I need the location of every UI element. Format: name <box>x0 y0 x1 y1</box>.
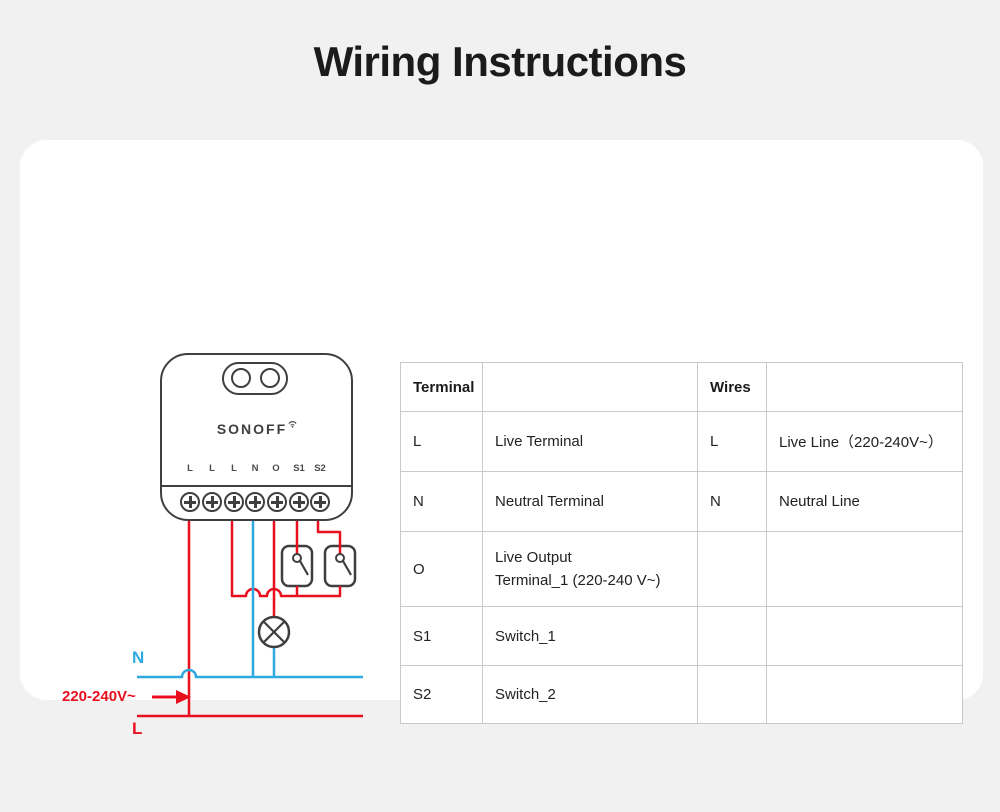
terminal-label-O: O <box>272 463 280 474</box>
lamp-cross <box>262 620 286 644</box>
lamp-icon <box>257 615 291 649</box>
cell-terminal-desc: Live Output Terminal_1 (220-240 V~) <box>482 531 698 607</box>
screw-terminal-icon <box>289 492 309 512</box>
table-row: S1 Switch_1 <box>400 606 963 666</box>
device-button-pill <box>222 362 288 395</box>
page-title: Wiring Instructions <box>313 38 687 85</box>
cell-terminal: S2 <box>400 665 483 724</box>
cell-wire-desc <box>766 531 963 607</box>
neutral-line-bottom <box>137 668 363 679</box>
table-row: S2 Switch_2 <box>400 665 963 724</box>
terminal-label-S1: S1 <box>293 463 305 474</box>
content-card: SONOFF L L L N O S1 S2 N L 220-240V~ Ter… <box>20 140 983 738</box>
cell-wire: L <box>697 411 767 472</box>
header-wires-desc <box>766 362 963 412</box>
brand-logo: SONOFF <box>162 421 351 437</box>
cell-wire: N <box>697 471 767 532</box>
screw-terminal-icon <box>180 492 200 512</box>
device-button-right <box>260 368 280 388</box>
terminal-wires-table: Terminal Wires L Live Terminal L Live Li… <box>400 362 963 724</box>
table-row: O Live Output Terminal_1 (220-240 V~) <box>400 531 963 607</box>
cell-terminal: L <box>400 411 483 472</box>
screw-terminal-icon <box>202 492 222 512</box>
sonoff-device: SONOFF L L L N O S1 S2 <box>160 353 353 521</box>
screw-terminal-icon <box>224 492 244 512</box>
header-wires: Wires <box>697 362 767 412</box>
cell-wire-desc: Live Line（220-240V~） <box>766 411 963 472</box>
terminal-label-S2: S2 <box>314 463 326 474</box>
brand-text: SONOFF <box>216 421 288 437</box>
terminal-label-L3: L <box>231 463 237 474</box>
screw-terminal-icon <box>245 492 265 512</box>
device-button-left <box>231 368 251 388</box>
terminal-label-N: N <box>251 463 259 474</box>
live-wire-s2 <box>316 520 342 554</box>
terminal-label-L2: L <box>209 463 215 474</box>
wifi-icon <box>288 415 297 431</box>
switch-2-contact <box>335 553 345 563</box>
cell-terminal-desc: Switch_2 <box>482 665 698 724</box>
switch-2-lever <box>342 560 352 576</box>
screw-terminal-icon <box>310 492 330 512</box>
desc-line-2: Terminal_1 (220-240 V~) <box>495 572 661 589</box>
cell-terminal: N <box>400 471 483 532</box>
cell-terminal-desc: Neutral Terminal <box>482 471 698 532</box>
screw-terminal-icon <box>267 492 287 512</box>
cell-wire <box>697 665 767 724</box>
cell-terminal: S1 <box>400 606 483 666</box>
cell-terminal-desc: Live Terminal <box>482 411 698 472</box>
table-row: N Neutral Terminal N Neutral Line <box>400 471 963 532</box>
cell-wire <box>697 531 767 607</box>
cell-wire-desc <box>766 606 963 666</box>
switch-1-lever <box>299 560 309 576</box>
switch-1-contact <box>292 553 302 563</box>
cell-wire-desc <box>766 665 963 724</box>
header-terminal-desc <box>482 362 698 412</box>
cell-wire-desc: Neutral Line <box>766 471 963 532</box>
live-wire-switch-common <box>230 520 342 598</box>
neutral-line-label: N <box>132 648 145 667</box>
desc-line-1: Live Output <box>495 549 572 566</box>
voltage-label: 220-240V~ <box>62 688 136 705</box>
cell-terminal-desc: Switch_1 <box>482 606 698 666</box>
live-line-label: L <box>132 719 143 738</box>
header-terminal: Terminal <box>400 362 483 412</box>
wiring-diagram: SONOFF L L L N O S1 S2 N L 220-240V~ <box>20 140 420 812</box>
table-row: L Live Terminal L Live Line（220-240V~） <box>400 411 963 472</box>
table-header-row: Terminal Wires <box>400 362 963 412</box>
cell-wire <box>697 606 767 666</box>
device-terminal-divider <box>162 485 351 487</box>
terminal-label-L1: L <box>187 463 193 474</box>
cell-terminal: O <box>400 531 483 607</box>
